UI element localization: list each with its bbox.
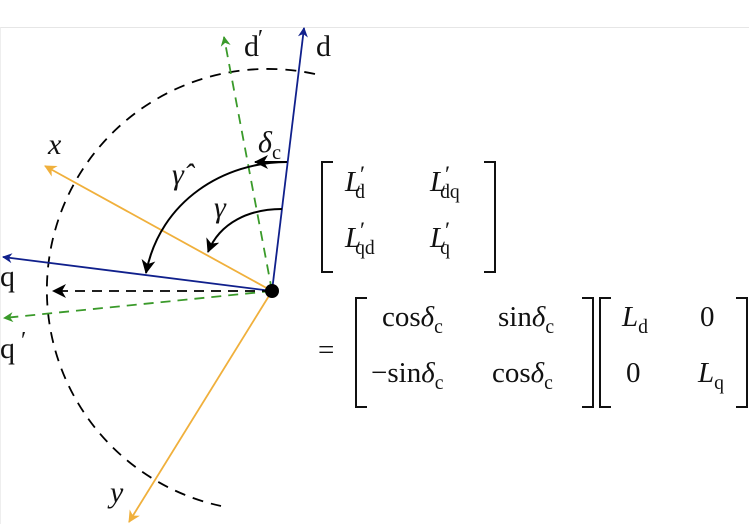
equals-sign: = (318, 334, 335, 366)
figure-frame (0, 27, 749, 524)
x-axis-label: x (48, 128, 62, 161)
q-prime-axis-label: q′ (0, 328, 27, 365)
rot-cell-2-1: −sinδc (371, 357, 444, 394)
y-axis-label: y (110, 476, 124, 509)
lhs-cell-1-1: L′d (345, 161, 366, 203)
origin-dot (265, 284, 279, 298)
d-prime-axis-arrow (220, 36, 273, 292)
inductance-matrix-brackets (599, 297, 748, 408)
ind-cell-2-2: Lq (698, 357, 724, 394)
rot-cell-1-1: cosδc (382, 301, 443, 338)
gamma-arc-arrow (206, 208, 283, 253)
gamma-hat-arc-arrow (141, 161, 288, 274)
lhs-cell-1-2: L′dq (430, 161, 460, 203)
ind-cell-1-1: Ld (622, 301, 648, 338)
rot-cell-1-2: sinδc (498, 301, 555, 338)
x-axis-arrow (44, 165, 273, 292)
q-axis-label: q (0, 260, 15, 293)
delta-c-label: δc (258, 126, 282, 165)
lhs-cell-2-2: L′q (430, 217, 451, 259)
q-prime-axis-arrow (3, 290, 273, 323)
y-axis-arrow (128, 290, 273, 523)
rotation-matrix-brackets (355, 297, 594, 408)
d-axis-arrow (271, 27, 308, 292)
d-prime-axis-label: d′ (244, 26, 264, 63)
reference-circle-arc (46, 68, 316, 507)
ind-cell-1-2: 0 (700, 301, 715, 333)
q-axis-arrow (2, 253, 273, 292)
lhs-matrix-brackets (321, 161, 496, 273)
gamma-hat-label: γ̂ (172, 158, 184, 191)
gamma-label: γ (214, 191, 226, 224)
rot-cell-2-2: cosδc (492, 357, 553, 394)
lhs-cell-2-1: L′qd (345, 217, 375, 259)
d-axis-label: d (316, 30, 331, 63)
ind-cell-2-1: 0 (626, 357, 641, 389)
